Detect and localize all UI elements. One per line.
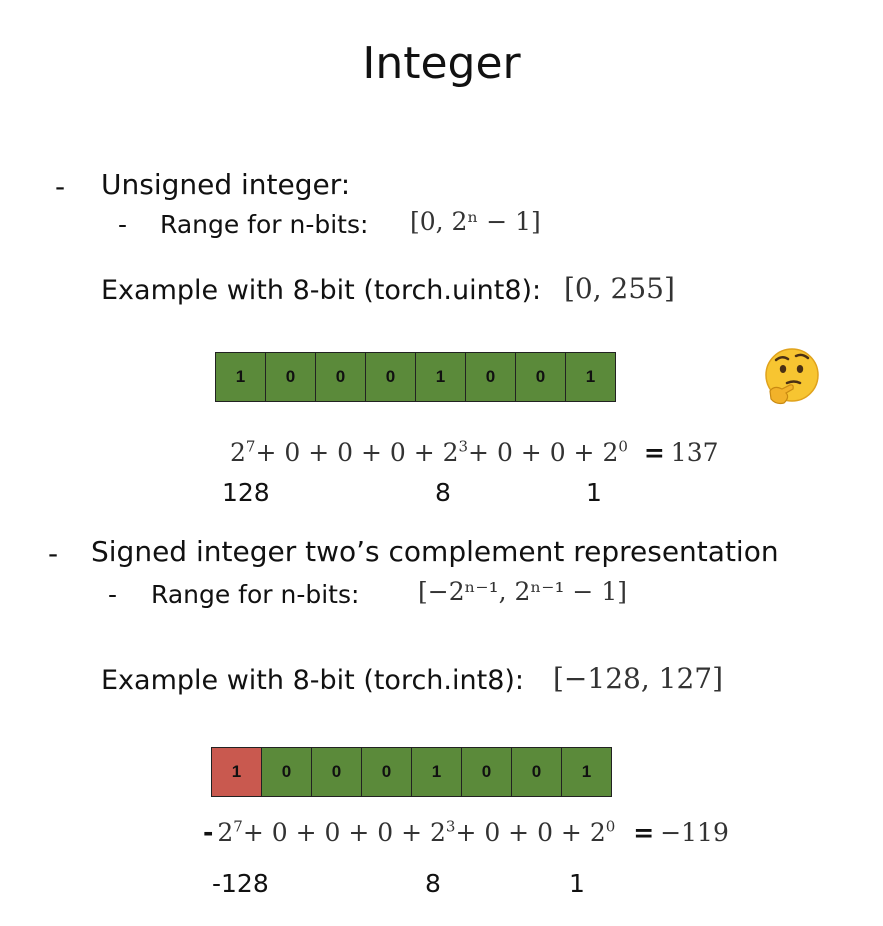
sub-bullet-dash: - (118, 210, 128, 239)
place-value: 8 (425, 869, 441, 898)
bit-cell: 1 (566, 353, 615, 401)
place-value: 128 (222, 478, 270, 507)
term-exponent: 0 (605, 817, 616, 836)
bit-cell: 0 (362, 748, 412, 796)
bit-cell: 0 (316, 353, 366, 401)
unsigned-example-label: Example with 8-bit (torch.uint8): (101, 275, 542, 306)
signed-range-formula: [−2ⁿ⁻¹, 2ⁿ⁻¹ − 1] (418, 577, 627, 606)
bit-cell: 0 (462, 748, 512, 796)
term-base: 2 (602, 438, 619, 467)
bit-cell: 0 (366, 353, 416, 401)
bit-cell: 1 (412, 748, 462, 796)
bullet-dash: - (55, 170, 66, 203)
term-exponent: 7 (233, 817, 243, 836)
term-base: 2 (442, 438, 459, 467)
signed-range-label: Range for n-bits: (151, 580, 360, 609)
place-value: 1 (569, 869, 585, 898)
place-value: 8 (435, 478, 451, 507)
thinking-face-icon (765, 348, 819, 405)
place-value: 1 (586, 478, 602, 507)
equals-sign: = (633, 818, 655, 847)
sum-middle: + 0 + 0 + 0 + (242, 818, 430, 847)
term-base: 2 (429, 818, 446, 847)
sum-result: −119 (660, 818, 729, 847)
term-base: 2 (589, 818, 606, 847)
bit-cell: 0 (466, 353, 516, 401)
bit-cell: 0 (516, 353, 566, 401)
page-title: Integer (362, 38, 521, 89)
unsigned-sum-expression: 27+ 0 + 0 + 0 + 23+ 0 + 0 + 20 =137 (230, 438, 719, 467)
unsigned-range-label: Range for n-bits: (160, 210, 369, 239)
bit-cell: 1 (216, 353, 266, 401)
unsigned-example-range: [0, 255] (564, 272, 675, 305)
place-value: -128 (212, 869, 269, 898)
sum-result: 137 (670, 438, 719, 467)
sum-middle: + 0 + 0 + 0 + (255, 438, 443, 467)
unsigned-range-formula: [0, 2ⁿ − 1] (410, 207, 541, 236)
sum-middle: + 0 + 0 + (455, 818, 590, 847)
term-base: 2 (217, 818, 234, 847)
bit-cell: 1 (562, 748, 611, 796)
term-exponent: 3 (445, 817, 456, 836)
unsigned-heading: Unsigned integer: (101, 168, 351, 201)
bit-cell: 0 (262, 748, 312, 796)
signed-sum-expression: -27+ 0 + 0 + 0 + 23+ 0 + 0 + 20 =−119 (203, 818, 729, 847)
term-exponent: 0 (618, 437, 628, 456)
signed-heading: Signed integer two’s complement represen… (91, 535, 779, 568)
bullet-dash: - (48, 537, 59, 570)
minus-sign: - (203, 818, 214, 847)
bit-cell: 0 (266, 353, 316, 401)
bit-cell: 1 (416, 353, 466, 401)
term-exponent: 7 (245, 437, 256, 456)
sum-middle: + 0 + 0 + (468, 438, 603, 467)
bit-cell: 0 (512, 748, 562, 796)
sign-bit-cell: 1 (212, 748, 262, 796)
signed-bit-register: 1 0 0 0 1 0 0 1 (211, 747, 612, 797)
equals-sign: = (643, 438, 665, 467)
term-base: 2 (230, 438, 246, 467)
bit-cell: 0 (312, 748, 362, 796)
term-exponent: 3 (458, 437, 469, 456)
signed-example-label: Example with 8-bit (torch.int8): (101, 665, 525, 696)
sub-bullet-dash: - (108, 580, 118, 609)
signed-example-range: [−128, 127] (553, 662, 723, 695)
unsigned-bit-register: 1 0 0 0 1 0 0 1 (215, 352, 616, 402)
